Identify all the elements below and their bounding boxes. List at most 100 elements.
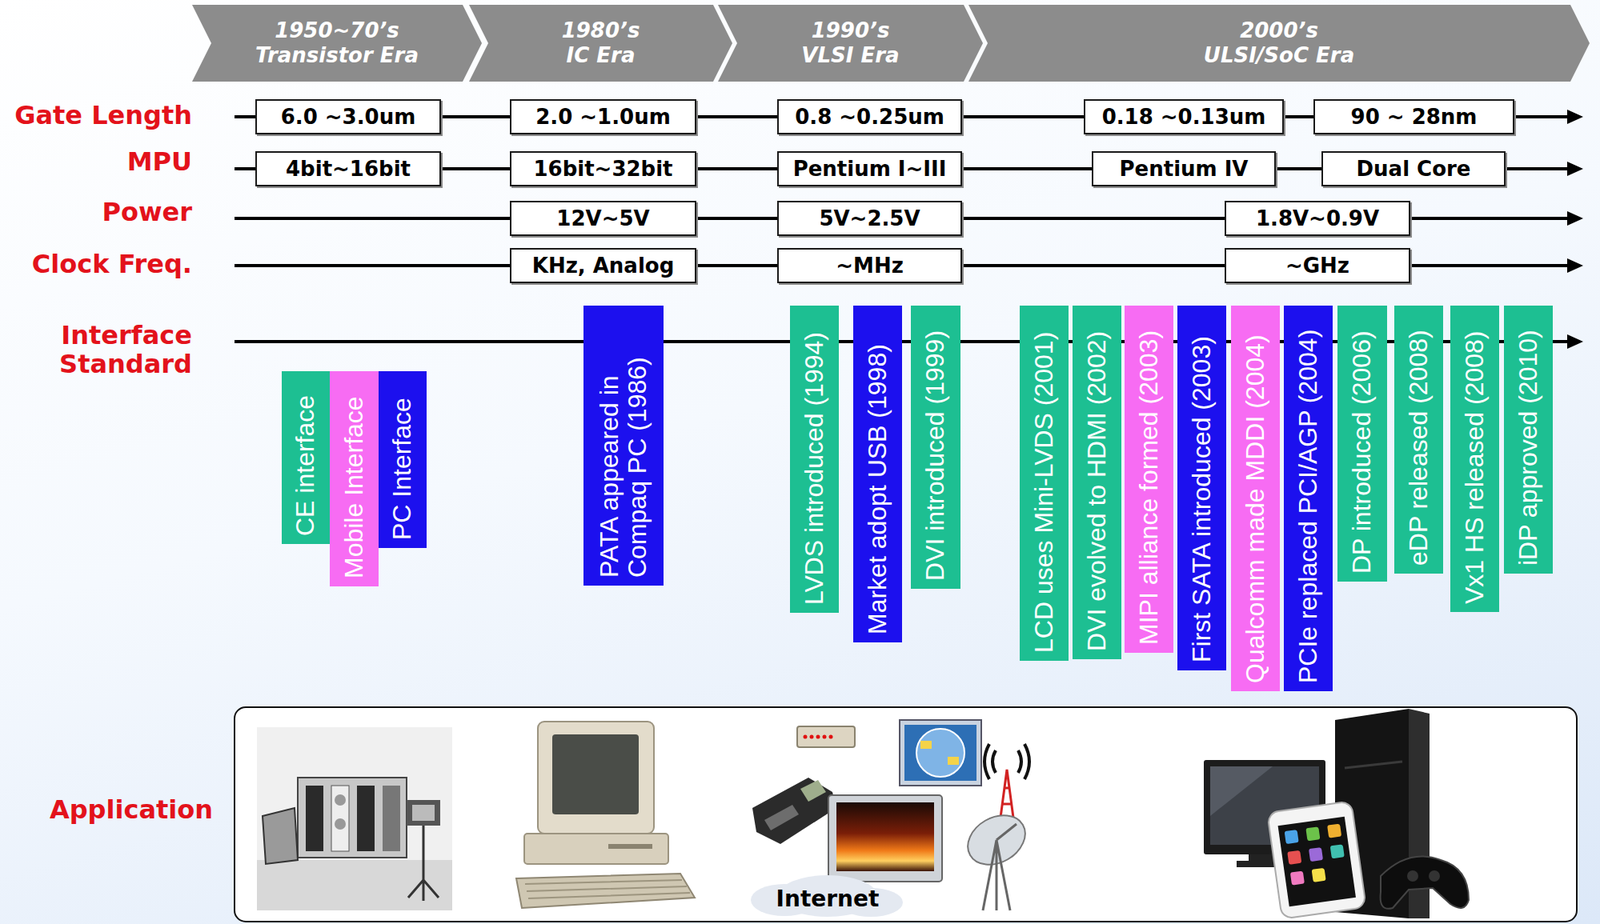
value-box: ~MHz (777, 248, 963, 284)
interface-event: iDP approved (2010) (1514, 329, 1543, 566)
bar-text-holder: eDP released (2008) (1394, 305, 1444, 574)
controller-stick (1407, 870, 1419, 883)
row-label: Clock Freq. (4, 250, 193, 280)
value-box: 16bit~32bit (509, 151, 697, 187)
value-box: ~GHz (1224, 248, 1411, 284)
pc-keyboard (516, 874, 695, 909)
legend-text: CE interface (291, 395, 320, 537)
interface-bar: LCD uses Mini-LVDS (2001) (1019, 305, 1069, 662)
era-title: 1950~70’s (274, 18, 400, 44)
value-box: KHz, Analog (509, 248, 697, 284)
consumer-devices (1203, 709, 1469, 920)
timeline-connector (441, 115, 510, 119)
interface-event: First SATA introduced (2003) (1187, 336, 1216, 663)
timeline-arrowhead (1567, 258, 1584, 273)
legend-swatch: CE interface (281, 371, 330, 545)
value-box: 90 ~ 28nm (1313, 99, 1515, 135)
timeline-connector (962, 216, 1225, 221)
tv-glare (1210, 766, 1273, 817)
mainframe-cabinet (297, 777, 407, 859)
bar-text-holder: MIPI alliance formed (2003) (1124, 305, 1174, 654)
interface-bar: eDP released (2008) (1394, 305, 1444, 574)
application-panel (234, 707, 1577, 923)
timeline-connector (441, 167, 510, 171)
value-box: 0.18 ~0.13um (1083, 99, 1284, 135)
timeline-connector (696, 167, 778, 171)
legend-text: PC Interface (388, 397, 417, 541)
globe-icon (920, 741, 932, 750)
bar-text-holder: LVDS introduced (1994) (789, 305, 839, 614)
interface-event: Vx1 HS released (2008) (1460, 330, 1489, 605)
value-text: 90 ~ 28nm (1351, 104, 1478, 129)
row-label: MPU (4, 148, 193, 177)
cabinet-panel (331, 785, 349, 852)
pc-base (524, 834, 669, 865)
value-text: Pentium I~III (793, 156, 947, 181)
bar-text-holder: iDP approved (2010) (1503, 305, 1553, 574)
value-text: 0.18 ~0.13um (1102, 104, 1267, 129)
bar-text-holder: PCIe replaced PCI/AGP (2004) (1283, 305, 1333, 692)
personal-computer (516, 721, 695, 909)
interface-bar: DVI evolved to HDMI (2002) (1072, 305, 1122, 660)
timeline-connector (962, 167, 1092, 171)
sunset-monitor (828, 795, 943, 883)
row-label: Application (16, 796, 213, 826)
bar-text-holder: PATA appeared in Compaq PC (1986) (583, 305, 664, 586)
phone-display (1278, 817, 1356, 908)
value-box: 12V~5V (509, 200, 697, 237)
interface-event: PCIe replaced PCI/AGP (2004) (1294, 329, 1323, 684)
era-title: VLSI Era (801, 43, 899, 69)
terminal (406, 800, 441, 827)
interface-bar: iDP approved (2010) (1503, 305, 1553, 574)
terminal-stand (408, 826, 439, 902)
timeline-connector (696, 264, 778, 268)
dish-feed (982, 824, 1017, 911)
app-icon (1287, 850, 1302, 866)
interface-bar: DP introduced (2006) (1337, 305, 1388, 582)
value-text: 12V~5V (556, 206, 650, 231)
bar-text-holder: LCD uses Mini-LVDS (2001) (1019, 305, 1069, 662)
timeline-connector (696, 216, 778, 221)
chevron-fill (968, 4, 1590, 82)
timeline-arrowhead (1567, 109, 1584, 125)
radio-waves (984, 744, 1030, 780)
pc-screen (552, 734, 639, 815)
interface-event: DVI evolved to HDMI (2002) (1082, 331, 1111, 652)
interface-bar: First SATA introduced (2003) (1177, 305, 1227, 671)
value-box: Pentium IV (1091, 151, 1276, 187)
cabinet-panel (382, 785, 401, 852)
bar-text-holder: First SATA introduced (2003) (1177, 305, 1227, 671)
value-box: Dual Core (1321, 151, 1506, 187)
modem-led (816, 735, 821, 740)
mainframe-photo (256, 727, 453, 911)
modem-led (810, 735, 815, 740)
timeline-arrowhead (1567, 211, 1584, 226)
bar-text-holder: DP introduced (2006) (1337, 305, 1388, 582)
app-icon (1290, 871, 1305, 887)
terminal-screen (412, 805, 435, 822)
era-chevron: 2000’sULSI/SoC Era (968, 4, 1590, 82)
sunset-screen (836, 802, 935, 872)
era-title: 2000’s (1239, 18, 1319, 44)
operator-console (262, 808, 298, 865)
value-text: 16bit~32bit (533, 156, 673, 181)
globe (916, 729, 965, 778)
game-controller (1380, 857, 1469, 910)
era-chevron: 1980’sIC Era (469, 4, 733, 82)
timeline-connector (962, 115, 1084, 119)
value-box: 5V~2.5V (777, 200, 963, 237)
phone-screen (800, 780, 827, 803)
photo-ground (256, 727, 453, 911)
value-box: 6.0 ~3.0um (255, 99, 442, 135)
legend-swatch: PC Interface (378, 371, 427, 549)
legend-swatch: Mobile Interface (329, 371, 379, 587)
smartphone (1267, 801, 1367, 919)
era-chevron: 1950~70’sTransistor Era (192, 4, 482, 82)
interface-bar: PATA appeared in Compaq PC (1986) (583, 305, 664, 586)
value-text: 6.0 ~3.0um (280, 104, 417, 129)
app-icon (1327, 824, 1342, 839)
interface-event: eDP released (2008) (1404, 329, 1433, 566)
timeline-arrowhead (1567, 161, 1584, 177)
bar-text-holder: Vx1 HS released (2008) (1450, 305, 1500, 613)
